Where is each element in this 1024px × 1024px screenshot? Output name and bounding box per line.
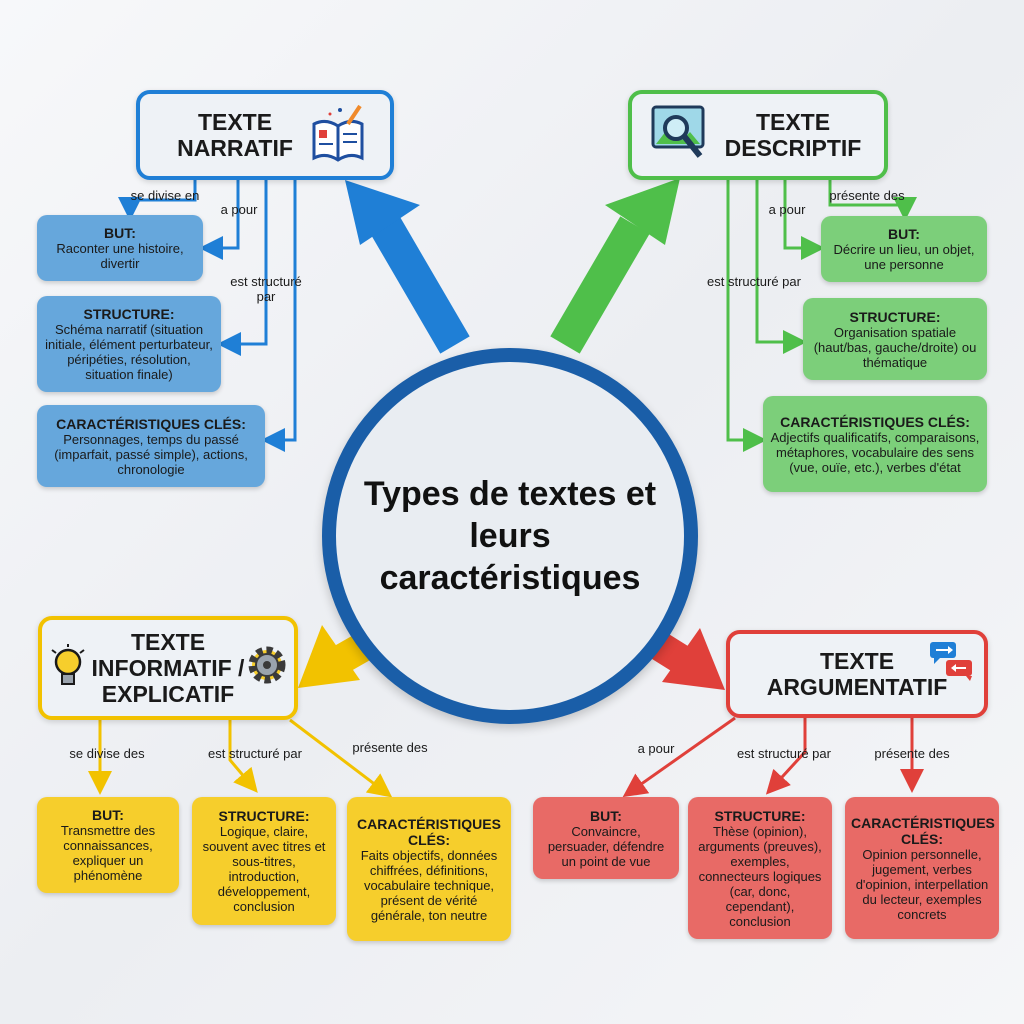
box-descriptif-structure: STRUCTURE: Organisation spatiale (haut/b… [803,298,987,380]
label-descriptif-3: est structuré par [707,274,801,289]
box-descriptif-but: BUT: Décrire un lieu, un objet, une pers… [821,216,987,282]
center-circle: Types de textes et leurs caractéristique… [322,348,698,724]
label-descriptif-2: a pour [768,202,806,217]
box-body: Personnages, temps du passé (imparfait, … [54,431,248,477]
title-argumentatif-text: TEXTE ARGUMENTATIF [766,648,948,700]
box-argumentatif-but: BUT: Convaincre, persuader, défendre un … [533,797,679,879]
box-body: Décrire un lieu, un objet, une personne [833,242,975,272]
title-texte-informatif: TEXTE INFORMATIF / EXPLICATIF [38,616,298,720]
label-narratif-2: a pour [220,202,258,217]
box-head: STRUCTURE: [714,807,806,824]
box-argumentatif-structure: STRUCTURE: Thèse (opinion), arguments (p… [688,797,832,939]
magnifier-image-icon [651,105,705,158]
box-body: Raconter une histoire, divertir [56,241,184,271]
big-arrow-descriptif [550,178,680,354]
box-body: Organisation spatiale (haut/bas, gauche/… [813,324,977,370]
label-argumentatif-3: présente des [874,746,950,761]
box-argumentatif-caracteristiques: CARACTÉRISTIQUES CLÉS: Opinion personnel… [845,797,999,939]
box-head: CARACTÉRISTIQUES CLÉS: [56,415,246,432]
box-head: BUT: [888,226,920,242]
label-narratif-1: se divise en [130,188,200,203]
box-head: BUT: [92,807,124,823]
box-head: BUT: [104,225,136,241]
gear-icon [248,646,286,684]
box-body: Adjectifs qualificatifs, comparaisons, m… [770,429,980,475]
box-head: CARACTÉRISTIQUES CLÉS: [851,814,995,847]
label-descriptif-1: présente des [829,188,905,203]
center-title: Types de textes et leurs caractéristique… [363,475,657,597]
box-body: Faits objectifs, données chiffrées, défi… [360,847,498,923]
lightbulb-icon [51,644,85,685]
box-head: STRUCTURE: [218,808,310,824]
title-narratif-text: TEXTE NARRATIF [177,109,293,161]
big-arrow-narratif [345,180,470,354]
box-narratif-structure: STRUCTURE: Schéma narratif (situation in… [37,296,221,392]
title-informatif-text: TEXTE INFORMATIF / EXPLICATIF [91,629,245,707]
box-body: Transmettre des connaissances, expliquer… [60,823,156,883]
label-narratif-3: est structuré par [230,274,302,304]
label-informatif-1: se divise des [69,746,145,761]
label-informatif-2: est structuré par [208,746,302,761]
title-descriptif-text: TEXTE DESCRIPTIF [724,109,862,161]
label-argumentatif-1: a pour [637,741,675,756]
box-body: Thèse (opinion), arguments (preuves), ex… [698,823,822,929]
box-narratif-but: BUT: Raconter une histoire, divertir [37,215,203,281]
label-argumentatif-2: est structuré par [737,746,831,761]
box-head: STRUCTURE: [83,306,175,322]
box-informatif-structure: STRUCTURE: Logique, claire, souvent avec… [192,797,336,925]
box-head: STRUCTURE: [849,308,941,325]
box-descriptif-caracteristiques: CARACTÉRISTIQUES CLÉS: Adjectifs qualifi… [763,396,987,492]
speech-bubbles-icon [930,642,972,681]
box-head: CARACTÉRISTIQUES CLÉS: [780,413,970,430]
label-informatif-3: présente des [352,740,428,755]
box-head: CARACTÉRISTIQUES CLÉS: [357,815,501,848]
box-body: Schéma narratif (situation initiale, élé… [45,322,213,382]
box-informatif-but: BUT: Transmettre des connaissances, expl… [37,797,179,893]
box-body: Convaincre, persuader, défendre un point… [547,823,665,869]
box-body: Logique, claire, souvent avec titres et … [202,824,326,914]
box-narratif-caracteristiques: CARACTÉRISTIQUES CLÉS: Personnages, temp… [37,405,265,487]
open-book-icon [312,104,364,162]
box-body: Opinion personnelle, jugement, verbes d'… [855,846,989,922]
box-head: BUT: [590,807,622,824]
box-informatif-caracteristiques: CARACTÉRISTIQUES CLÉS: Faits objectifs, … [347,797,511,941]
